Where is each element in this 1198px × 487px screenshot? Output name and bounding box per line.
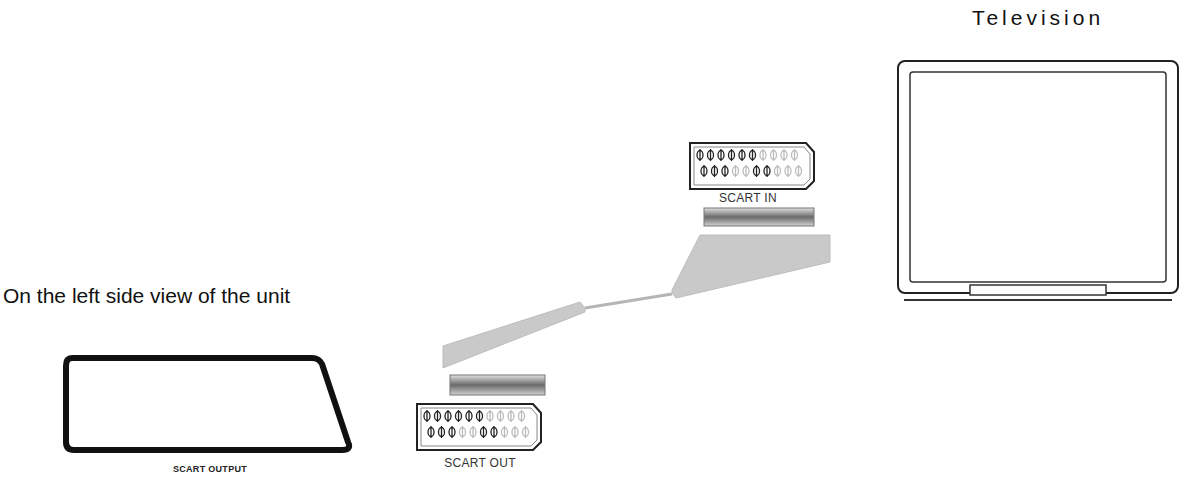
outline [672, 140, 832, 300]
cable [585, 294, 672, 308]
connector-label: SCART OUTPUT [60, 464, 360, 474]
connector-label: SCART IN [686, 191, 810, 205]
outline [60, 350, 360, 482]
outline [892, 4, 1184, 306]
connector-label: SCART OUT [415, 456, 545, 470]
device-label: Television [892, 6, 1184, 30]
scart-plug: SCART IN [672, 140, 832, 300]
television: Television [892, 4, 1184, 306]
scart-socket: SCART OUTPUT [60, 350, 360, 482]
outline [415, 300, 585, 482]
note: On the left side view of the unit [3, 284, 290, 308]
scart-plug: SCART OUT [415, 300, 585, 482]
